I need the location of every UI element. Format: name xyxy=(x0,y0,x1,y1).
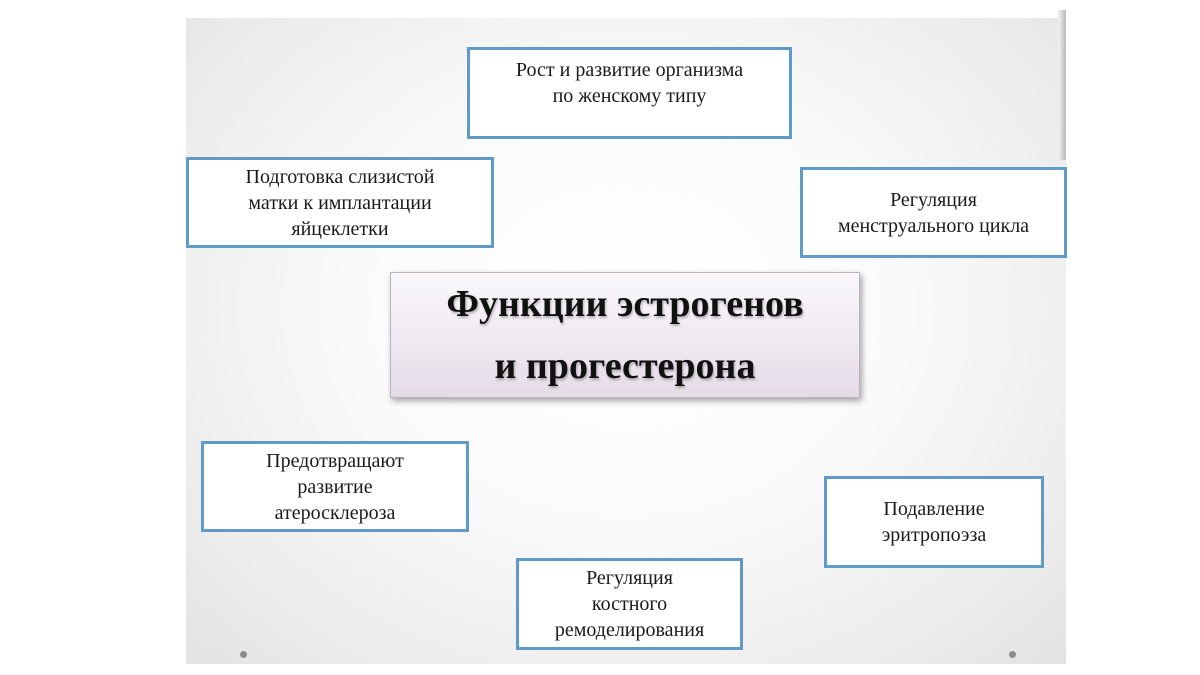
slide-dot-right xyxy=(1009,651,1016,658)
function-label-menstrual-cycle: Регуляция менструального цикла xyxy=(837,188,1030,237)
function-box-atherosclerosis: Предотвращают развитие атеросклероза xyxy=(201,441,469,532)
function-label-atherosclerosis: Предотвращают развитие атеросклероза xyxy=(266,449,404,524)
function-label-bone-remodeling: Регуляция костного ремоделирования xyxy=(554,567,705,641)
function-box-bone-remodeling: Регуляция костного ремоделирования xyxy=(516,558,743,650)
function-label-growth: Рост и развитие организма по женскому ти… xyxy=(515,59,744,107)
function-box-menstrual-cycle: Регуляция менструального цикла xyxy=(800,167,1067,258)
slide-edge-shadow xyxy=(1058,10,1066,160)
function-box-endometrium: Подготовка слизистой матки к имплантации… xyxy=(186,157,494,248)
function-box-growth: Рост и развитие организма по женскому ти… xyxy=(467,47,792,139)
slide-dot-left xyxy=(240,651,247,658)
central-title-box: Функции эстрогенов и прогестерона xyxy=(390,272,860,398)
function-label-endometrium: Подготовка слизистой матки к имплантации… xyxy=(245,165,435,240)
central-title: Функции эстрогенов и прогестерона xyxy=(446,283,804,387)
function-label-erythropoiesis: Подавление эритропоэза xyxy=(881,498,987,546)
function-box-erythropoiesis: Подавление эритропоэза xyxy=(824,476,1044,568)
